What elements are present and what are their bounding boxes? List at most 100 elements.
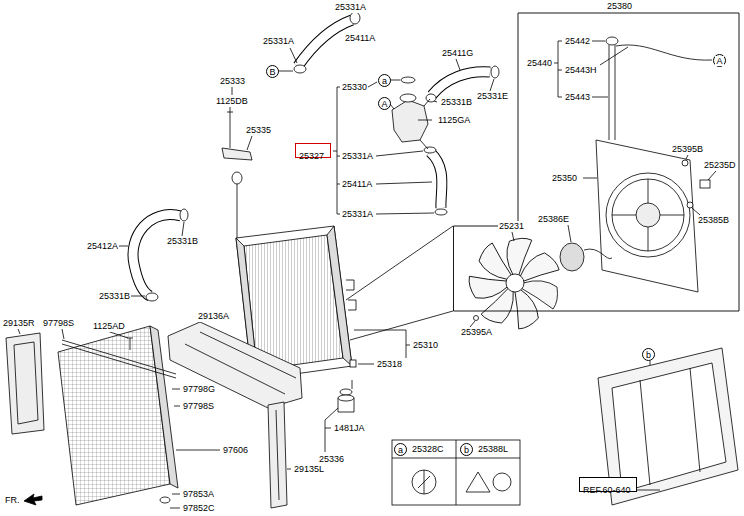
fan-shroud — [612, 179, 684, 251]
thermostat-housing — [400, 94, 416, 102]
legend-table — [392, 440, 520, 505]
callout-number: 25412A — [86, 241, 119, 252]
callout-number: 25231 — [498, 221, 525, 232]
callout-number: 29136A — [197, 311, 230, 322]
side-seal — [276, 410, 279, 500]
leader-line — [354, 330, 410, 358]
leader-line — [290, 48, 297, 63]
leader-line — [490, 79, 494, 91]
leader-line — [131, 296, 145, 297]
callout-number: 25411A — [344, 33, 376, 44]
leader-line — [18, 41, 716, 508]
callout-number: 25443H — [564, 65, 598, 76]
reference-circle: A — [378, 97, 391, 110]
fan-shroud — [687, 202, 693, 208]
leader-line — [230, 107, 231, 112]
callout-number: 1125AD — [92, 321, 126, 332]
thermostat-housing — [401, 77, 415, 83]
callout-number: 97852C — [182, 503, 216, 514]
legend-table — [418, 470, 430, 494]
reservoir-tube — [609, 45, 615, 140]
callout-number: 25330 — [341, 82, 368, 93]
hose-clamp — [180, 209, 188, 221]
hose-clamp — [294, 65, 306, 73]
reservoir-tube — [606, 37, 618, 45]
zoom-line — [346, 226, 453, 300]
front-arrow — [24, 494, 42, 505]
fan-shroud — [596, 140, 698, 292]
radiator-mount — [338, 380, 354, 412]
hose — [133, 215, 181, 296]
radiator — [237, 184, 238, 238]
radiator-mount — [340, 389, 352, 395]
reference-letter: b — [646, 350, 651, 360]
hose-clamp — [435, 209, 447, 215]
thermostat-housing — [392, 100, 428, 142]
leader-line — [232, 87, 233, 95]
leader-line — [376, 151, 434, 214]
radiator-mount — [352, 380, 353, 389]
callout-number: 29135R — [2, 318, 36, 329]
callout-number: 97798S — [182, 401, 215, 412]
fan-shroud — [596, 140, 710, 292]
side-seal — [6, 333, 44, 434]
callout-number: 1125DB — [215, 96, 249, 107]
condenser — [62, 340, 176, 378]
fan-shroud — [636, 203, 660, 227]
leader-line — [247, 136, 252, 150]
hose — [133, 215, 181, 296]
thermostat-housing — [392, 77, 432, 149]
leader-line — [333, 87, 340, 214]
side-seal — [268, 402, 287, 508]
callout-number: 25440 — [526, 58, 553, 69]
reference-circle: b — [642, 348, 655, 361]
callout-number: 29135L — [293, 464, 325, 475]
reference-letter: b — [464, 445, 469, 455]
callout-number: 25331A — [334, 2, 367, 13]
reference-letter: a — [382, 76, 387, 86]
direction-label: FR. — [4, 495, 21, 506]
air-guard — [168, 322, 302, 408]
leader-line — [118, 246, 128, 247]
part-number: 25380 — [606, 1, 633, 12]
assembly-outline — [454, 13, 740, 311]
leader-line — [170, 389, 220, 508]
callout-number: 25331B — [98, 291, 131, 302]
callout-number: 25331B — [166, 236, 199, 247]
condenser — [150, 326, 178, 488]
cooling-fan — [465, 236, 562, 333]
callout-number: 25318 — [376, 359, 403, 370]
callout-number: 25411A — [341, 179, 373, 190]
callout-number: 25395A — [460, 327, 493, 338]
callout-number: 25350 — [551, 173, 578, 184]
radiator — [327, 226, 352, 366]
callout-number: 25386E — [537, 214, 570, 225]
reservoir-tube — [616, 45, 712, 60]
radiator — [350, 360, 356, 367]
leader-line — [456, 59, 460, 70]
leader-line — [107, 331, 128, 338]
part-number: 25327 — [299, 151, 324, 162]
callout-number: 25411G — [441, 48, 474, 59]
parts-illustration — [6, 12, 738, 508]
callout-number: 1125GA — [437, 115, 471, 126]
leader-line — [650, 361, 651, 365]
side-seal — [14, 342, 38, 424]
legend-table — [466, 472, 490, 492]
reference-circle: a — [378, 74, 391, 87]
reference-circle: B — [266, 65, 279, 78]
hose — [430, 152, 442, 208]
radiator — [232, 172, 242, 184]
cooling-fan — [506, 274, 524, 292]
leader-line — [583, 178, 597, 179]
leader-line — [287, 469, 291, 470]
radiator-mount — [338, 395, 354, 401]
legend-table — [412, 470, 436, 494]
callout-number: 25331E — [476, 91, 509, 102]
leader-line — [636, 490, 660, 491]
callout-number: 25331B — [440, 97, 473, 108]
callout-number: 25235D — [703, 160, 737, 171]
hose — [430, 152, 442, 208]
